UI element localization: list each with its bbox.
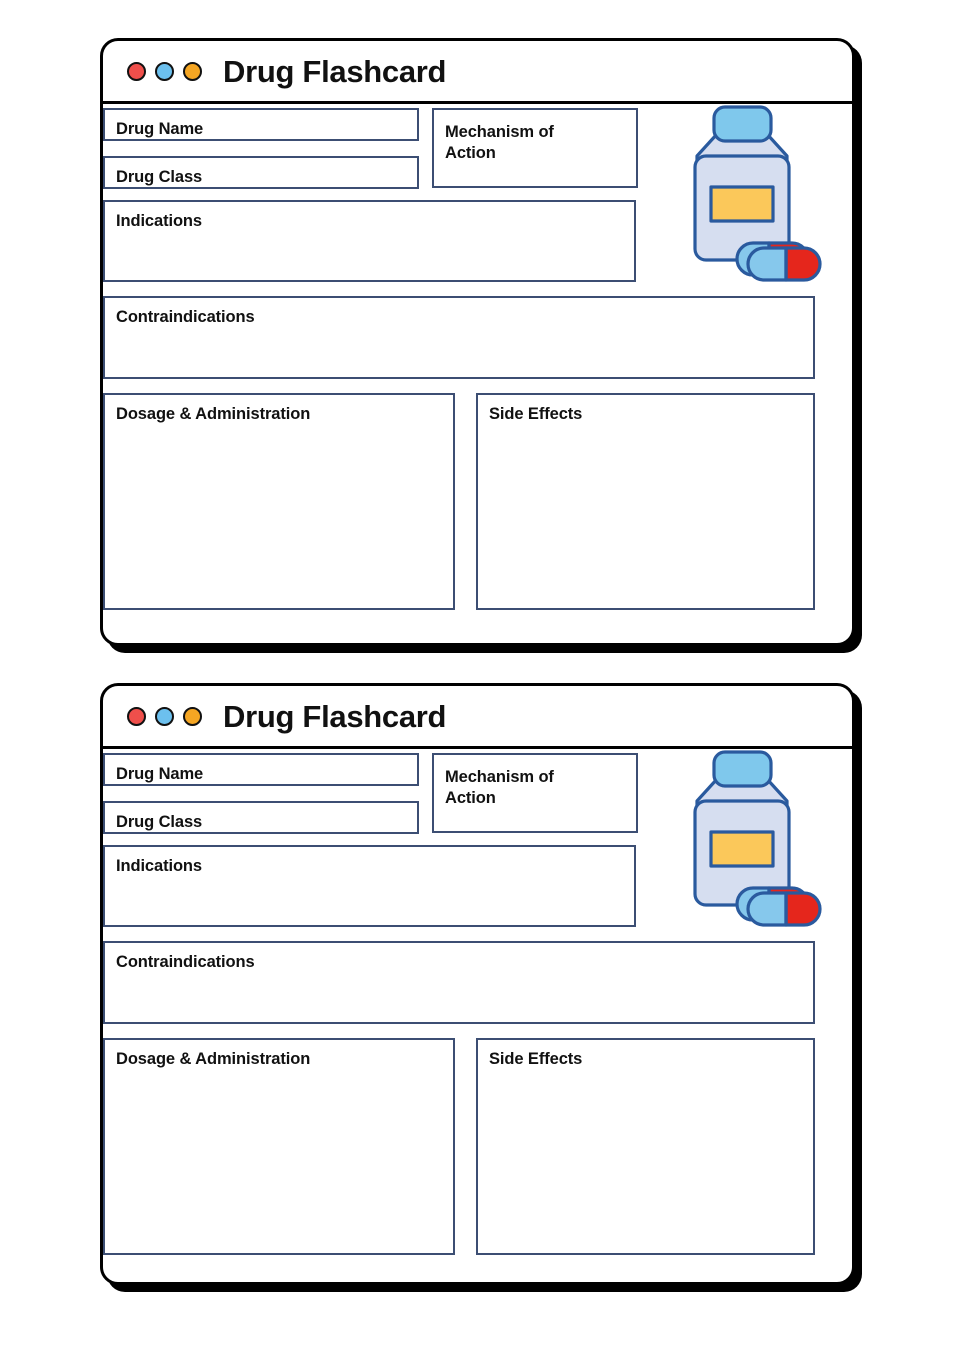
field-mechanism-of-action-label: Mechanism of Action [445, 123, 554, 163]
card-titlebar: Drug Flashcard [103, 41, 852, 104]
field-contraindications[interactable]: Contraindications [103, 296, 815, 379]
field-indications-label: Indications [116, 857, 202, 875]
maximize-dot-icon[interactable] [183, 61, 202, 81]
field-drug-name[interactable]: Drug Name [103, 753, 419, 786]
field-dosage-administration[interactable]: Dosage & Administration [103, 393, 455, 610]
field-dosage-administration[interactable]: Dosage & Administration [103, 1038, 455, 1255]
field-mechanism-of-action[interactable]: Mechanism of Action [432, 108, 638, 188]
window-controls [127, 61, 202, 81]
pill-bottle-with-capsules-icon [659, 104, 835, 284]
field-drug-class[interactable]: Drug Class [103, 801, 419, 834]
field-indications[interactable]: Indications [103, 200, 636, 282]
field-mechanism-of-action[interactable]: Mechanism of Action [432, 753, 638, 833]
field-contraindications[interactable]: Contraindications [103, 941, 815, 1024]
field-drug-class[interactable]: Drug Class [103, 156, 419, 189]
maximize-dot-icon[interactable] [183, 706, 202, 726]
field-indications-label: Indications [116, 212, 202, 230]
drug-flashcard-2[interactable]: Drug Flashcard Drug Name Drug Class Mech… [100, 683, 855, 1285]
window-controls [127, 706, 202, 726]
field-side-effects[interactable]: Side Effects [476, 1038, 815, 1255]
field-contraindications-label: Contraindications [116, 308, 255, 326]
card-title: Drug Flashcard [223, 698, 447, 734]
field-side-effects[interactable]: Side Effects [476, 393, 815, 610]
field-mechanism-of-action-label: Mechanism of Action [445, 768, 554, 808]
card-body: Drug Name Drug Class Mechanism of Action… [103, 104, 852, 643]
field-drug-name-label: Drug Name [116, 765, 204, 783]
field-drug-name[interactable]: Drug Name [103, 108, 419, 141]
field-contraindications-label: Contraindications [116, 953, 255, 971]
close-dot-icon[interactable] [127, 706, 146, 726]
field-side-effects-label: Side Effects [489, 1050, 583, 1068]
minimize-dot-icon[interactable] [155, 706, 174, 726]
card-body: Drug Name Drug Class Mechanism of Action… [103, 749, 852, 1282]
field-drug-class-label: Drug Class [116, 813, 203, 831]
field-dosage-administration-label: Dosage & Administration [116, 405, 311, 423]
minimize-dot-icon[interactable] [155, 61, 174, 81]
field-drug-name-label: Drug Name [116, 120, 204, 138]
field-indications[interactable]: Indications [103, 845, 636, 927]
field-drug-class-label: Drug Class [116, 168, 203, 186]
drug-flashcard-1[interactable]: Drug Flashcard Drug Name Drug Class Mech… [100, 38, 855, 646]
pill-bottle-with-capsules-icon [659, 749, 835, 929]
field-dosage-administration-label: Dosage & Administration [116, 1050, 311, 1068]
close-dot-icon[interactable] [127, 61, 146, 81]
card-titlebar: Drug Flashcard [103, 686, 852, 749]
field-side-effects-label: Side Effects [489, 405, 583, 423]
card-title: Drug Flashcard [223, 53, 447, 89]
